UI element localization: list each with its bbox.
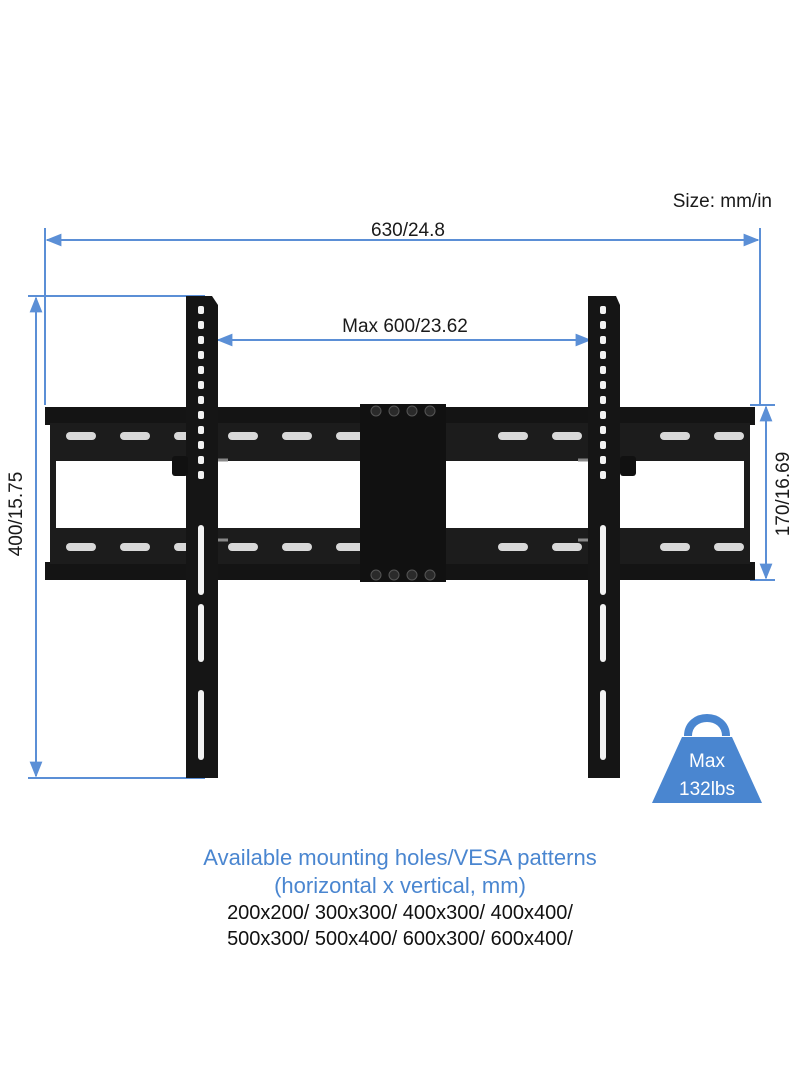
bracket-hole xyxy=(198,336,204,344)
bracket-hole xyxy=(198,351,204,359)
bracket-hole xyxy=(600,426,606,434)
weight-handle-icon xyxy=(684,714,730,737)
rail-slot xyxy=(660,432,690,440)
rail-slot xyxy=(228,543,258,551)
rail-slot xyxy=(336,543,366,551)
rail-slot xyxy=(660,543,690,551)
bracket-hole xyxy=(198,321,204,329)
bolt xyxy=(370,569,382,581)
bracket-hole xyxy=(198,306,204,314)
rail-height-label: 170/16.69 xyxy=(773,452,794,537)
bracket-hole xyxy=(198,411,204,419)
left-tilt-knob xyxy=(172,456,188,476)
bracket-hole xyxy=(600,396,606,404)
rail-slot xyxy=(228,432,258,440)
bracket-hole xyxy=(198,471,204,479)
bracket-hole xyxy=(600,471,606,479)
bolt xyxy=(406,405,418,417)
bolt xyxy=(406,569,418,581)
rail-slot xyxy=(714,432,744,440)
bracket-slot xyxy=(198,690,204,760)
overall-width-label: 630/24.8 xyxy=(371,220,445,241)
bracket-slot xyxy=(600,690,606,760)
size-unit-label: Size: mm/in xyxy=(673,191,772,212)
bracket-hole xyxy=(600,411,606,419)
bracket-hole xyxy=(600,441,606,449)
bolt xyxy=(388,569,400,581)
rail-slot xyxy=(552,432,582,440)
overall-width-dimension: 630/24.8 xyxy=(44,220,761,405)
rail-slot xyxy=(282,543,312,551)
rail-slot xyxy=(282,432,312,440)
weight-capacity-badge: Max 132lbs xyxy=(652,714,762,803)
vesa-caption: Available mounting holes/VESA patterns (… xyxy=(0,844,800,952)
weight-badge-line1: Max xyxy=(689,751,725,772)
rail-slot xyxy=(120,543,150,551)
caption-patterns-line2: 500x300/ 500x400/ 600x300/ 600x400/ xyxy=(227,928,573,950)
bracket-hole xyxy=(198,366,204,374)
weight-badge-line2: 132lbs xyxy=(679,779,735,800)
max-vesa-width-label: Max 600/23.62 xyxy=(342,316,468,337)
bracket-hole xyxy=(198,381,204,389)
weight-icon xyxy=(652,737,762,803)
bracket-hole xyxy=(600,306,606,314)
bolt xyxy=(388,405,400,417)
bracket-hole xyxy=(198,441,204,449)
rail-height-dimension: 170/16.69 xyxy=(750,404,794,581)
bracket-hole xyxy=(600,381,606,389)
bolt xyxy=(370,405,382,417)
bracket-hole xyxy=(198,426,204,434)
caption-heading-line1: Available mounting holes/VESA patterns xyxy=(203,845,597,870)
max-vesa-width-dimension: Max 600/23.62 xyxy=(216,316,592,347)
right-bracket xyxy=(578,296,636,778)
bracket-hole xyxy=(600,366,606,374)
bracket-hole xyxy=(198,396,204,404)
rail-slot xyxy=(498,432,528,440)
rail-slot xyxy=(120,432,150,440)
bolt xyxy=(424,405,436,417)
bracket-slot xyxy=(198,604,204,662)
overall-height-dimension: 400/15.75 xyxy=(6,295,205,779)
bracket-hole xyxy=(600,351,606,359)
caption-heading-line2: (horizontal x vertical, mm) xyxy=(274,873,526,898)
bracket-hole xyxy=(600,321,606,329)
left-bracket xyxy=(172,296,228,778)
bracket-hole xyxy=(198,456,204,464)
bracket-hole xyxy=(600,336,606,344)
rail-slot xyxy=(498,543,528,551)
right-tilt-knob xyxy=(620,456,636,476)
bolt xyxy=(424,569,436,581)
rail-slot xyxy=(714,543,744,551)
bracket-slot xyxy=(600,525,606,595)
center-plate xyxy=(360,404,446,582)
bracket-hole xyxy=(600,456,606,464)
rail-slot xyxy=(66,432,96,440)
rail-slot xyxy=(66,543,96,551)
bracket-slot xyxy=(198,525,204,595)
rail-slot xyxy=(552,543,582,551)
rail-slot xyxy=(336,432,366,440)
overall-height-label: 400/15.75 xyxy=(6,472,27,557)
caption-patterns-line1: 200x200/ 300x300/ 400x300/ 400x400/ xyxy=(227,902,573,924)
bracket-slot xyxy=(600,604,606,662)
